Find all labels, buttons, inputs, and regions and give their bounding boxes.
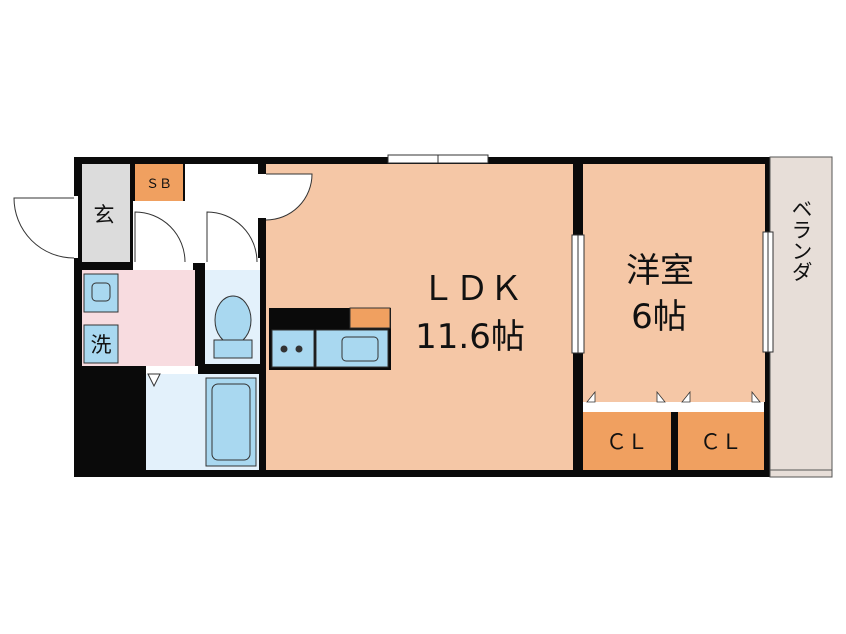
washroom-doorway [133, 258, 193, 270]
western-room-size: 6帖 [631, 297, 687, 337]
closet-right-label: ＣＬ [700, 430, 742, 454]
bath-door-marker [147, 373, 161, 388]
shoe-box-label: ＳＢ [146, 177, 172, 192]
washroom-door-swing [134, 211, 186, 263]
closet-right [678, 412, 764, 470]
toilet-door-swing [206, 211, 258, 263]
refrigerator-space [349, 307, 391, 329]
closet-left-label: ＣＬ [606, 430, 648, 454]
western-room [583, 164, 765, 402]
western-room-name: 洋室 [626, 251, 694, 291]
toilet-bowl [214, 295, 252, 345]
stove [271, 329, 315, 368]
balcony-label: ベランダ [789, 198, 813, 282]
ldk-size: 11.6帖 [415, 317, 525, 357]
laundry-space [83, 324, 119, 364]
shoe-box [135, 164, 183, 201]
toilet-doorway [205, 258, 260, 270]
washbasin [83, 273, 119, 313]
entrance-label: 玄 [94, 203, 115, 227]
entrance-door-gap [72, 196, 78, 258]
ldk-doorway [258, 174, 268, 218]
closet-left [583, 412, 671, 470]
bath-doorway [146, 366, 198, 374]
entrance-door-swing [13, 197, 75, 259]
toilet-tank [213, 339, 253, 359]
balcony [769, 156, 833, 478]
laundry-label: 洗 [91, 333, 112, 357]
bathtub [205, 377, 257, 467]
pipe-shaft [82, 366, 142, 470]
ldk-name: ＬＤＫ [421, 269, 523, 309]
ldk-door-swing [265, 173, 313, 221]
entrance-floor [82, 164, 130, 262]
